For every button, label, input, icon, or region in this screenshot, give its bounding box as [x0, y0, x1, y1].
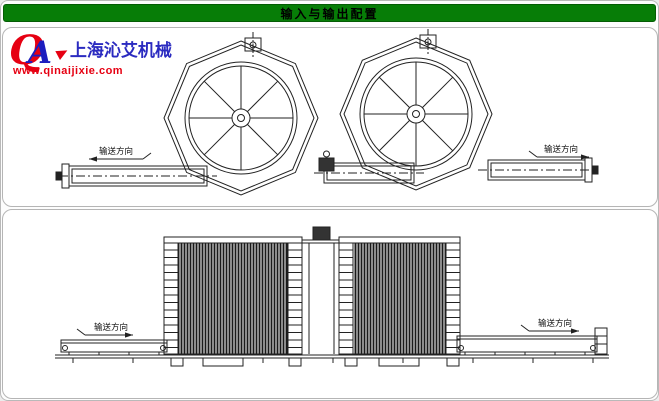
side-view-drawing: 输送方向 输送方向	[3, 210, 657, 398]
end-roller	[56, 172, 62, 180]
spiral-stack-hatch	[178, 243, 288, 354]
direction-label: 输送方向	[538, 318, 572, 329]
top-view-panel: Q A 上海沁艾机械 www.qinaijixie.com 输送方向 输送方向	[2, 27, 658, 207]
direction-label: 输送方向	[94, 322, 128, 333]
conveyor-plan	[478, 158, 598, 182]
conveyor-plan	[56, 164, 217, 188]
base-units	[171, 358, 459, 366]
logo-swoosh-icon	[55, 46, 69, 60]
brand-url[interactable]: www.qinaijixie.com	[9, 65, 172, 77]
transfer-bridge	[302, 227, 339, 354]
logo-letter-a: A	[28, 39, 52, 68]
drive-motor	[313, 227, 330, 240]
direction-arrow	[125, 332, 133, 337]
brand-logo-row: Q A 上海沁艾机械	[9, 32, 172, 68]
tower-elevation	[164, 237, 302, 354]
direction-callout: 输送方向	[529, 144, 589, 160]
ground-line	[55, 355, 609, 363]
conveyor-elevation	[457, 336, 597, 355]
spiral-stack-hatch	[353, 243, 446, 354]
brand-logo: Q A 上海沁艾机械 www.qinaijixie.com	[9, 32, 172, 77]
page-title: 输入与输出配置	[280, 5, 378, 22]
direction-callout: 输送方向	[521, 318, 579, 334]
direction-label: 输送方向	[99, 146, 133, 157]
drive-motor	[319, 151, 334, 171]
brand-name: 上海沁艾机械	[70, 36, 172, 61]
tower-elevation	[339, 237, 460, 354]
direction-arrow	[89, 156, 97, 161]
direction-callout: 输送方向	[89, 146, 151, 162]
octagon-tower-plan	[164, 32, 318, 195]
direction-label: 输送方向	[544, 144, 578, 155]
conveyor-elevation	[61, 340, 167, 355]
direction-callout: 输送方向	[77, 322, 133, 338]
page-header: 输入与输出配置	[3, 4, 656, 22]
direction-arrow	[571, 328, 579, 333]
side-view-panel: 输送方向 输送方向	[2, 209, 658, 399]
end-roller	[592, 166, 598, 174]
